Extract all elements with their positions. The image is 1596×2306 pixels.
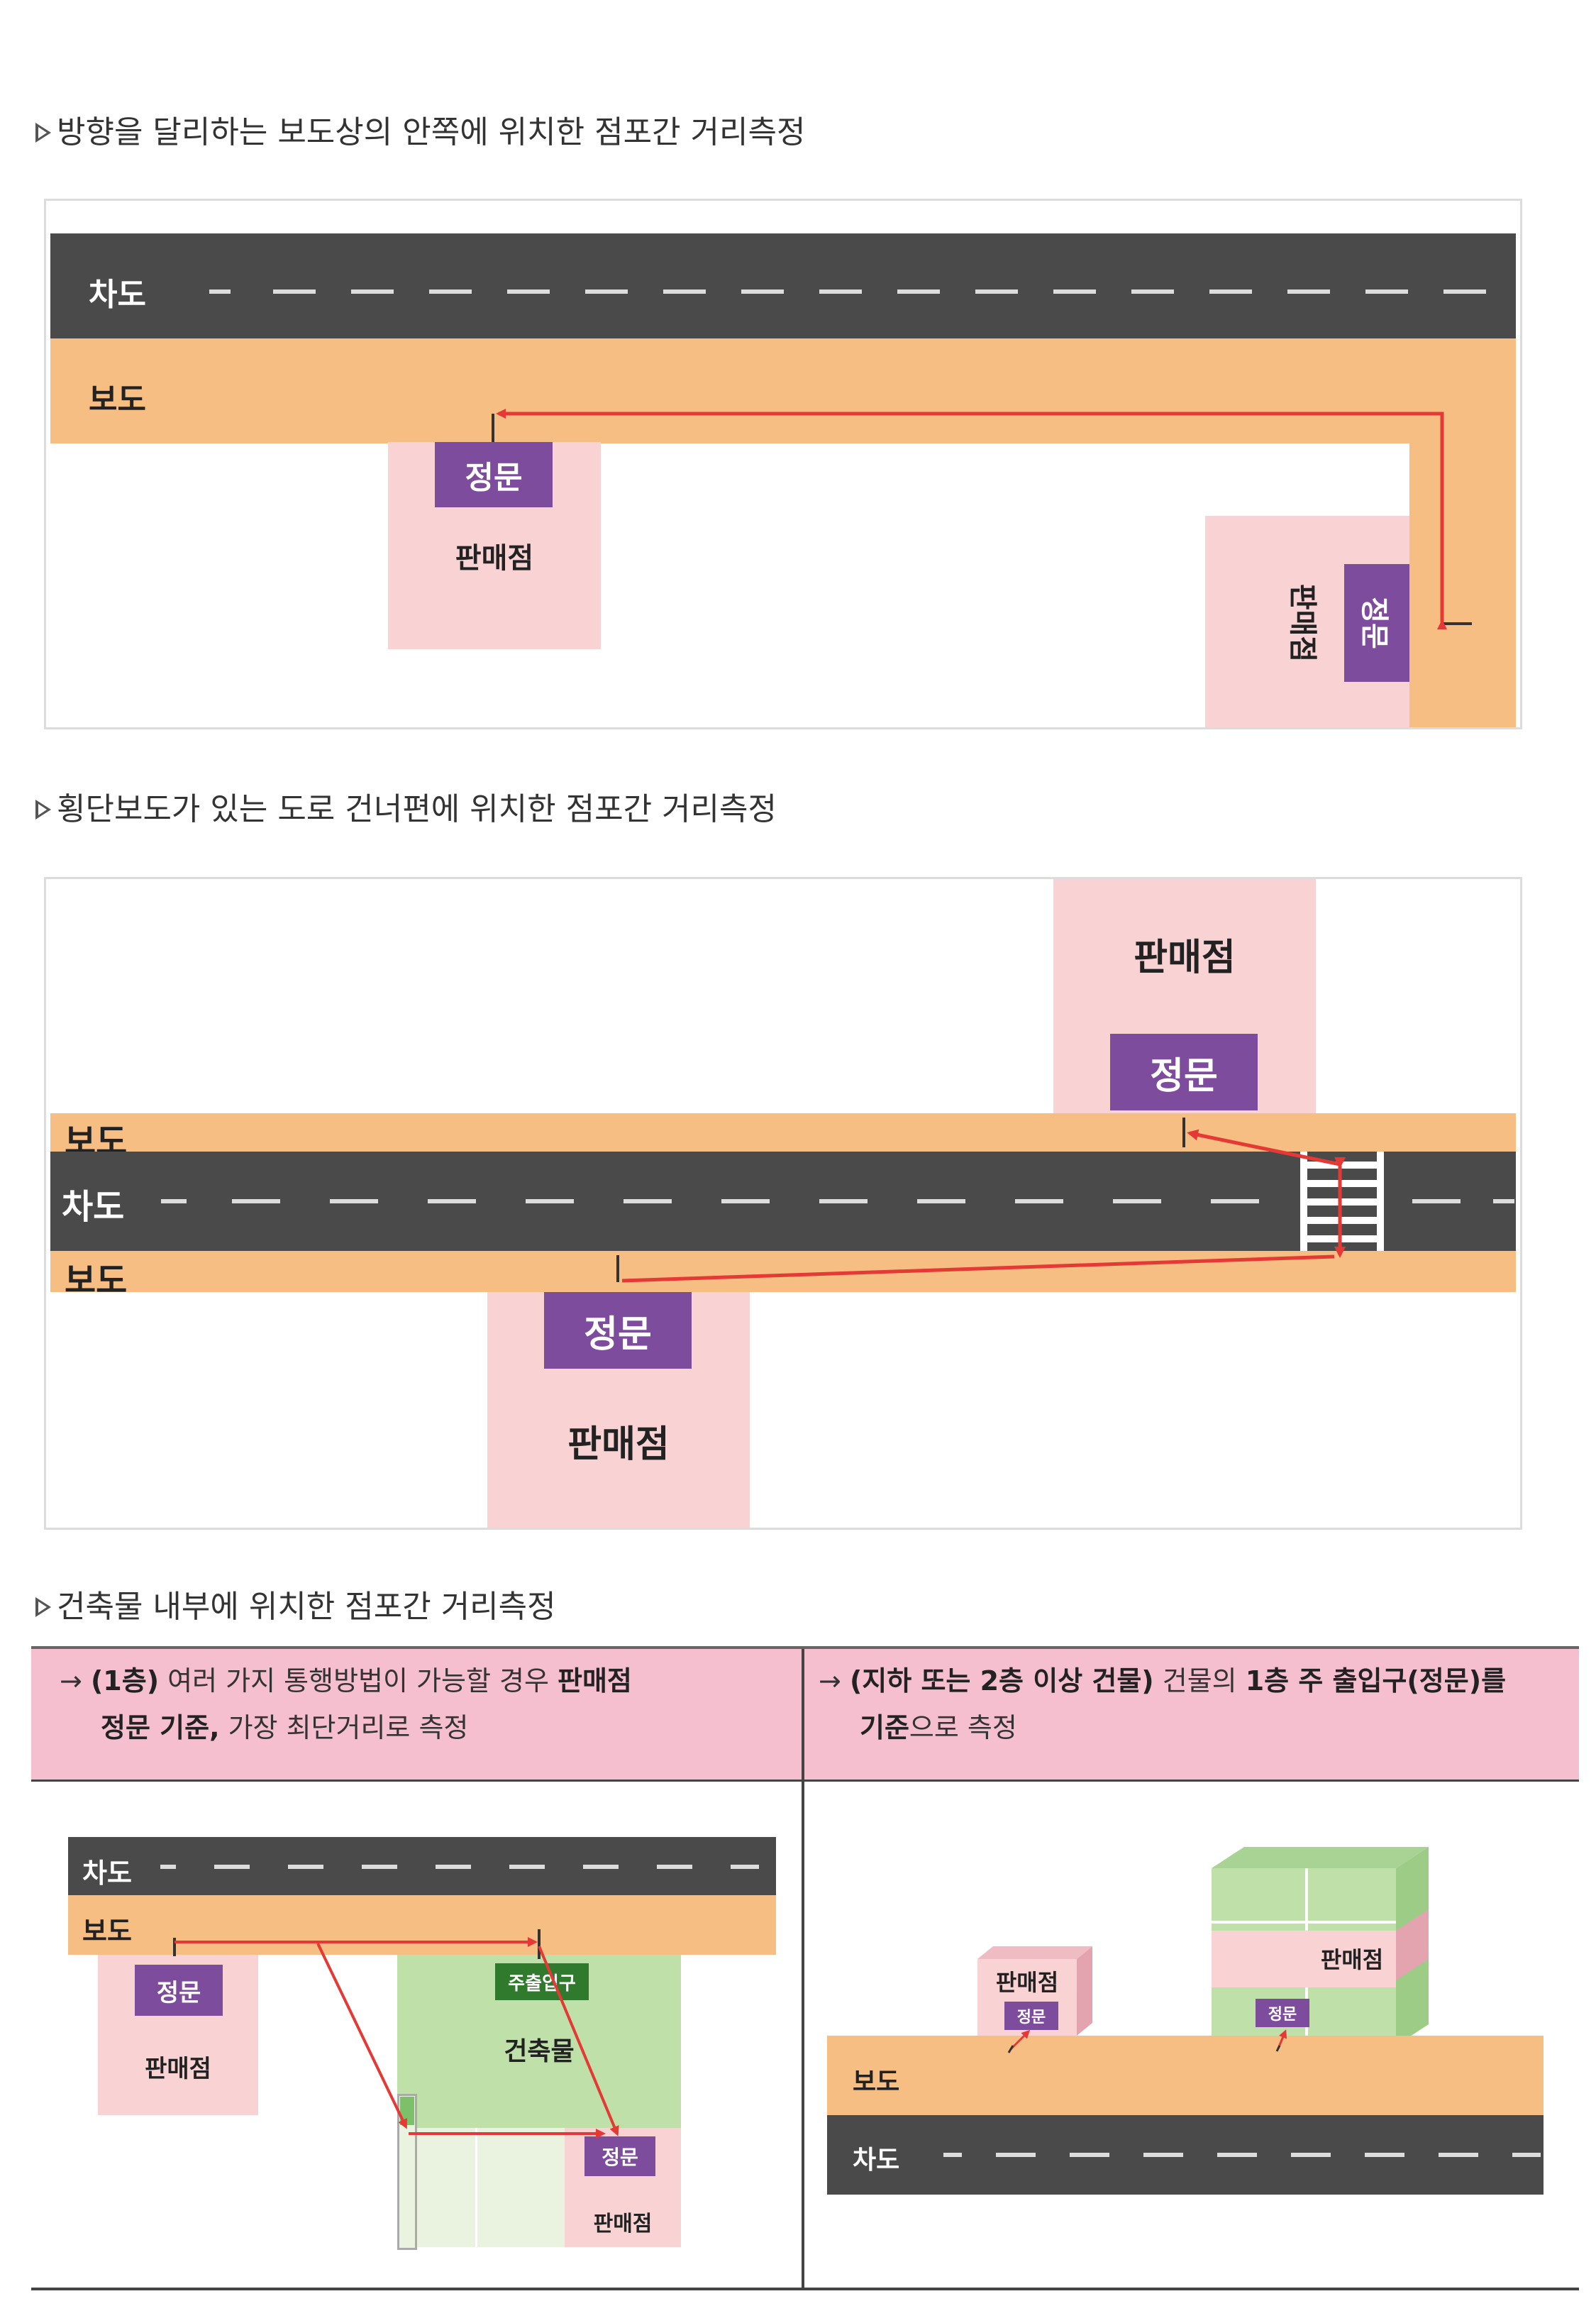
header-right-text-1: (지하 또는 2층 이상 건물) bbox=[849, 1665, 1154, 1697]
building-label: 건축물 bbox=[504, 2037, 575, 2066]
section-2-title: 횡단보도가 있는 도로 건너편에 위치한 점포간 거리측정 bbox=[57, 791, 777, 827]
sidewalk-3a-label: 보도 bbox=[82, 1916, 132, 1947]
table-top-rule bbox=[31, 1646, 1579, 1649]
diagram-3-left: 차도 보도 정문 판매점 주출입구 건축물 정문 판매점 bbox=[31, 1782, 802, 2288]
section-1-title: 방향을 달리하는 보도상의 안쪽에 위치한 점포간 거리측정 bbox=[57, 114, 806, 150]
diagram-3-right: 판매점 정문 판매점 정문 보도 차도 bbox=[804, 1782, 1579, 2288]
roadway-3b-label: 차도 bbox=[853, 2146, 900, 2175]
route-2 bbox=[616, 1118, 1346, 1283]
diagram-2: 판매점 정문 보도 차도 보도 정문 판매점 bbox=[44, 877, 1522, 1530]
header-right-text-6: 으로 측정 bbox=[909, 1712, 1017, 1743]
gate-building: 정문 bbox=[1256, 1999, 1309, 2027]
arrow-icon: → bbox=[60, 1665, 82, 1697]
arrow-icon: → bbox=[819, 1665, 841, 1697]
header-right-text-2: 건물의 bbox=[1153, 1665, 1246, 1697]
roadway bbox=[50, 233, 1516, 338]
sidewalk-3a bbox=[68, 1895, 776, 1955]
roadway-label: 차도 bbox=[89, 277, 146, 313]
sidewalk-top bbox=[50, 1113, 1516, 1152]
table-header-right: → (지하 또는 2층 이상 건물) 건물의 1층 주 출입구(정문)를 기준으… bbox=[804, 1649, 1579, 1780]
sidewalk-bottom-label: 보도 bbox=[65, 1261, 128, 1301]
section-1-heading: 방향을 달리하는 보도상의 안쪽에 위치한 점포간 거리측정 bbox=[35, 106, 805, 152]
diagram-1: 차도 보도 정문 판매점 정문 판매점 bbox=[44, 199, 1522, 729]
header-right-text-3: 1층 주 출입구(정문) bbox=[1245, 1665, 1482, 1697]
header-left-text-4: 가장 최단거리로 측정 bbox=[219, 1712, 469, 1743]
section-2-heading: 횡단보도가 있는 도로 건너편에 위치한 점포간 거리측정 bbox=[35, 783, 777, 829]
route-1-line bbox=[496, 409, 1447, 629]
roadway-3a-label: 차도 bbox=[82, 1858, 132, 1889]
header-right-text-4: 를 bbox=[1481, 1665, 1507, 1697]
shop-bottom-label: 판매점 bbox=[567, 1423, 670, 1466]
route-3b bbox=[1007, 2029, 1287, 2053]
header-right-text-5: 기준 bbox=[860, 1712, 909, 1743]
section-3-title: 건축물 내부에 위치한 점포간 거리측정 bbox=[57, 1589, 556, 1625]
shop-small-label: 판매점 bbox=[995, 1969, 1059, 1996]
table-header-left: → (1층) 여러 가지 통행방법이 가능할 경우 판매점 정문 기준, 가장 … bbox=[31, 1649, 802, 1780]
sidewalk-label: 보도 bbox=[89, 382, 146, 418]
shop-3a-label: 판매점 bbox=[145, 2054, 211, 2083]
sidewalk-3b-label: 보도 bbox=[853, 2068, 900, 2097]
route-1 bbox=[492, 409, 1472, 629]
roadway-2 bbox=[50, 1152, 1516, 1251]
route-3 bbox=[173, 1929, 619, 2139]
triangle-bullet-icon bbox=[35, 800, 51, 820]
main-entrance: 주출입구 bbox=[495, 1963, 589, 2000]
gate-bottom: 정문 bbox=[544, 1292, 692, 1369]
table-header-rule bbox=[31, 1780, 1579, 1782]
shop-3b-label: 판매점 bbox=[593, 2212, 653, 2236]
section-3-heading: 건축물 내부에 위치한 점포간 거리측정 bbox=[35, 1581, 556, 1626]
shop-top-label: 판매점 bbox=[1134, 936, 1236, 979]
floor-label: (1층) bbox=[90, 1665, 160, 1697]
sidewalk-3b bbox=[827, 2036, 1544, 2115]
gate-top: 정문 bbox=[1110, 1034, 1258, 1110]
table-bottom-rule bbox=[31, 2288, 1579, 2290]
header-left-text-2: 판매점 bbox=[558, 1665, 632, 1697]
shop-building-label: 판매점 bbox=[1320, 1946, 1384, 1973]
gate-3a: 정문 bbox=[135, 1965, 223, 2016]
header-left-text-1: 여러 가지 통행방법이 가능할 경우 bbox=[159, 1665, 558, 1697]
triangle-bullet-icon bbox=[35, 1597, 51, 1617]
header-left-text-3: 정문 기준, bbox=[101, 1712, 220, 1743]
roadway-2-label: 차도 bbox=[62, 1187, 125, 1227]
triangle-bullet-icon bbox=[35, 123, 51, 143]
table-divider bbox=[802, 1649, 804, 2290]
gate-3b: 정문 bbox=[584, 2136, 655, 2176]
gate-small: 정문 bbox=[1004, 2002, 1058, 2030]
